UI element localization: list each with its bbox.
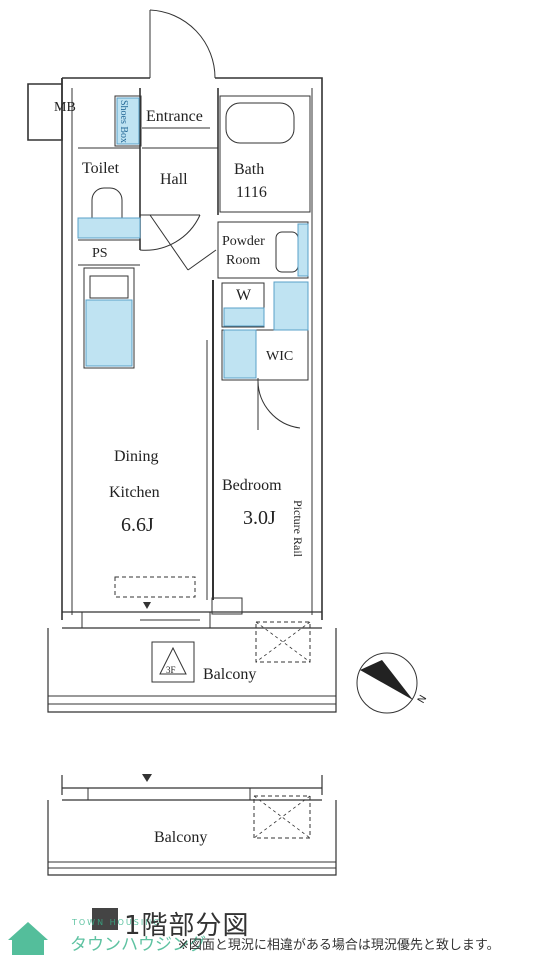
footer-title: 1階部分図 [124,911,250,941]
room-label-balcony-lower: Balcony [154,829,208,846]
top-wall-right [215,77,323,620]
powder-fill [297,223,309,277]
wic-fill [223,329,257,379]
room-label-w: W [236,287,252,304]
room-label-bedroom: Bedroom [222,477,282,494]
room-label-bedroom-size: 3.0J [243,507,276,529]
brand-small-text: TOWN HOUSING [72,918,162,927]
kitchen-sink-fill [85,299,133,367]
room-label-wic: WIC [266,349,294,364]
room-label-bath: Bath [234,161,265,178]
room-label-powder-1: Powder [222,234,265,249]
room-label-dining-1: Dining [114,448,159,465]
room-label-powder-2: Room [226,253,261,268]
brand-name: タウンハウジング [70,935,206,955]
footer-plan-icon [92,908,118,930]
shoe-box-fill [116,97,140,145]
storage-fill [273,281,309,331]
room-label-balcony-upper: Balcony [203,666,257,683]
footer-note: ※図面と現況に相違がある場合は現況優先と致します。 [178,938,500,953]
room-label-ps: PS [92,246,108,261]
room-label-dining-size: 6.6J [121,514,154,536]
washer-fill [223,307,265,327]
room-label-bath-size: 1116 [236,184,267,201]
floor-marker-3f: 3F [166,665,176,675]
room-label-dining-2: Kitchen [109,484,160,501]
room-label-shoe-box: Shoes Box [118,100,129,144]
brand-logo-icon [8,922,48,955]
room-label-hall: Hall [160,171,188,188]
room-label-picture-rail: Picture Rail [291,500,305,557]
room-label-mb: MB [54,100,76,115]
room-label-toilet: Toilet [82,160,120,177]
room-label-entrance: Entrance [146,108,203,125]
toilet-sink-fill [77,217,141,239]
